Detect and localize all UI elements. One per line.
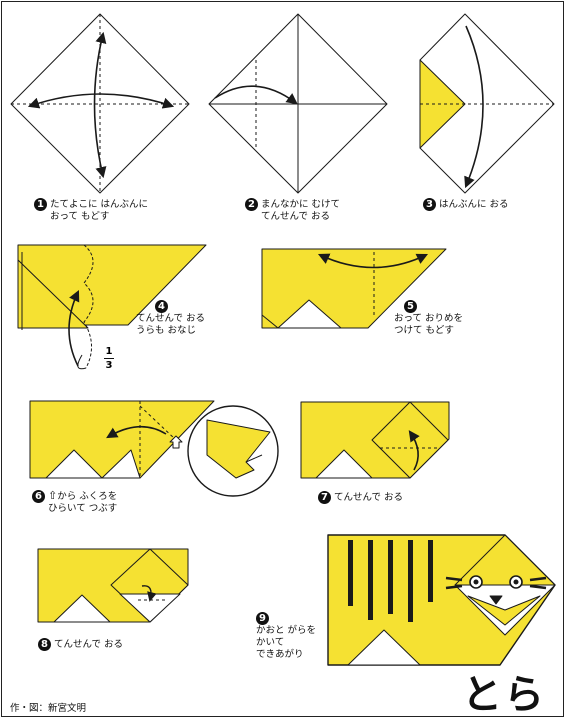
step-number: 3: [423, 198, 436, 211]
fraction-numerator: 1: [105, 346, 113, 357]
step-text: おって もどす: [50, 211, 110, 222]
step-text: てんせんで おる: [334, 492, 404, 503]
step3-diagram: [419, 13, 555, 194]
step4-caption: 4 てんせんで おる うらも おなじ: [136, 300, 205, 337]
step-number: 5: [404, 300, 417, 313]
step-number: 1: [34, 198, 47, 211]
step-text: たてよこに はんぶんに: [50, 199, 149, 210]
step5-caption: 5 おって おりめを つけて もどす: [394, 300, 463, 337]
step-text: かおと がらを: [256, 625, 317, 636]
step-text: つけて もどす: [394, 325, 454, 336]
fraction-bar: [104, 358, 114, 359]
step-text: ひらいて つぶす: [48, 503, 118, 514]
step8-diagram: [37, 548, 189, 623]
step4-diagram: [17, 244, 207, 370]
step-number: 7: [318, 491, 331, 504]
step-text: てんせんで おる: [261, 211, 331, 222]
step-text: かいて: [256, 637, 285, 648]
credit-text: 作・図：新宮文明: [10, 703, 87, 714]
step-text: まんなかに むけて: [261, 199, 341, 210]
step-number: 8: [38, 638, 51, 651]
tiger-stripes: [348, 540, 433, 622]
fraction-denominator: 3: [105, 360, 113, 371]
step-number: 2: [245, 198, 258, 211]
step-number: 9: [256, 612, 269, 625]
step7-diagram: [300, 401, 450, 479]
one-third-fraction: 1 3: [104, 346, 114, 371]
step9-caption: 9 かおと がらを かいて できあがり: [256, 612, 316, 661]
step6-diagram: [29, 400, 279, 497]
step2-diagram: [208, 13, 388, 194]
step-text: おって おりめを: [394, 313, 464, 324]
step9-tiger: [327, 534, 556, 666]
step1-diagram: [10, 13, 190, 194]
hollow-up-arrow-icon: ⇧: [48, 489, 58, 502]
step-text: できあがり: [256, 649, 304, 660]
step-number: 4: [155, 300, 168, 313]
step-number: 6: [32, 490, 45, 503]
step-text: から ふくろを: [57, 491, 118, 502]
step-text: はんぶんに おる: [439, 199, 509, 210]
step-text: てんせんで おる: [54, 639, 124, 650]
page-title: とら: [462, 672, 546, 718]
step-text: てんせんで おる: [136, 313, 206, 324]
step-text: うらも おなじ: [136, 325, 197, 336]
tiger-face: [445, 575, 547, 605]
step6-caption: 6⇧から ふくろを ひらいて つぶす: [32, 490, 117, 515]
step5-diagram: [261, 248, 447, 329]
